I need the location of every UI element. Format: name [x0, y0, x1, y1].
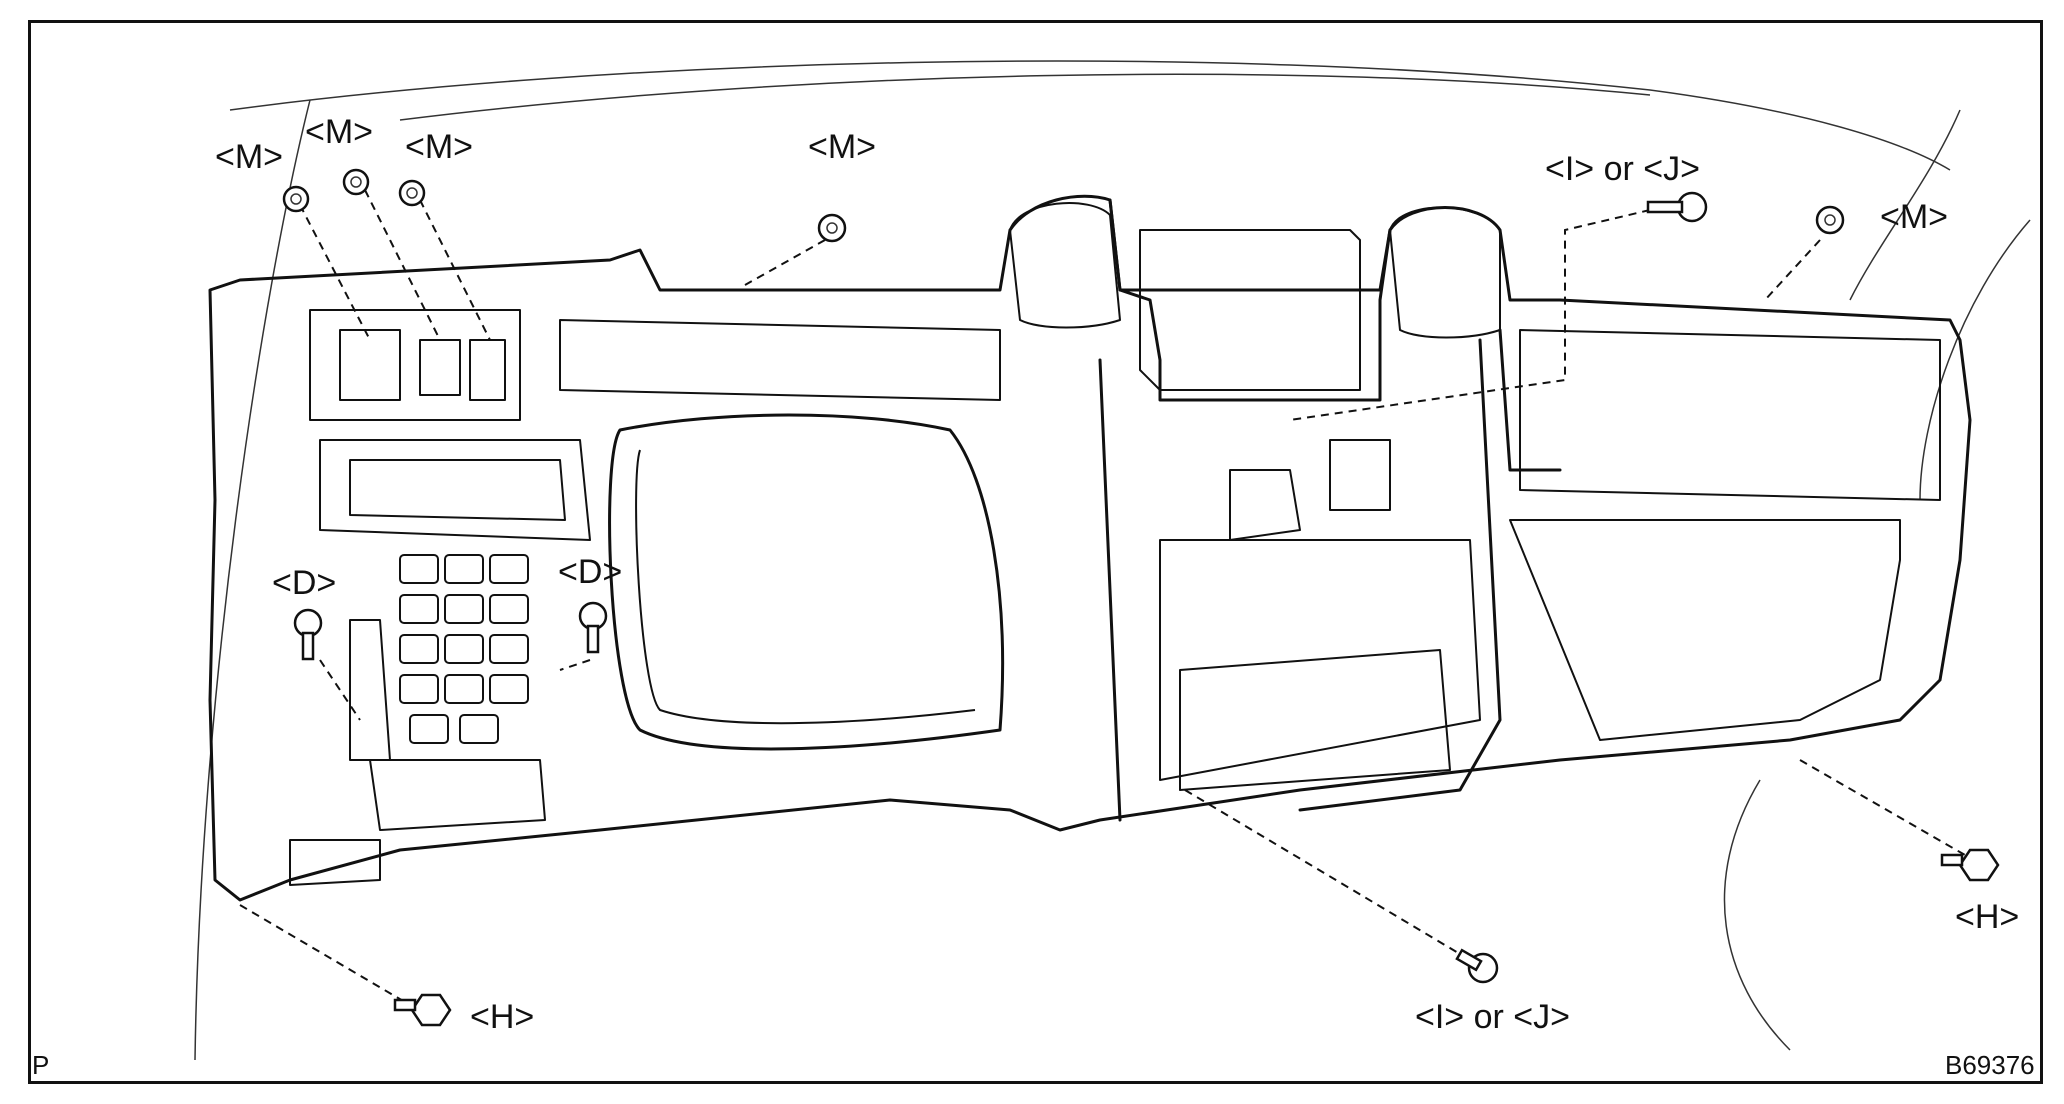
leader-d-right [559, 659, 591, 671]
floor-curve-right [1723, 779, 1791, 1051]
console-switch [1329, 439, 1391, 511]
bolt-ij-top [1646, 191, 1708, 223]
bolt-h-bottom [393, 993, 452, 1027]
leader-m5 [1764, 239, 1821, 301]
diagram-frame [28, 20, 2043, 1084]
hvac-unit-inner [349, 459, 566, 521]
glove-box-inner [1519, 329, 1941, 501]
label-d-right: <D> [558, 553, 623, 591]
center-display-opening [1139, 229, 1361, 391]
cluster-opening [608, 413, 1005, 751]
bolt-h-right [1940, 848, 2000, 882]
leader-h-bottom [239, 904, 411, 1006]
nut-m2 [342, 168, 370, 196]
figure-id: B69376 [1945, 1050, 2035, 1080]
corner-code-left: P [32, 1050, 50, 1080]
label-ij-bottom: <I> or <J> [1415, 998, 1570, 1036]
lower-left-bracket [369, 759, 546, 831]
label-h-bottom: <H> [470, 998, 535, 1036]
nut-m5 [1815, 205, 1845, 235]
right-pillar-edge [1498, 328, 1562, 472]
console-switch [1229, 469, 1301, 541]
windshield-line [229, 60, 1951, 171]
switch-panel [309, 309, 521, 421]
console-body [1098, 338, 1502, 822]
label-m5: <M> [1880, 198, 1949, 236]
knee-panel [289, 839, 381, 886]
label-h-right: <H> [1955, 898, 2020, 936]
console-inner [1159, 539, 1481, 781]
bolt-d-right [578, 601, 608, 654]
nut-m1 [282, 185, 310, 213]
door-line-right [1919, 219, 2031, 501]
center-shroud [1108, 198, 1392, 402]
console-pocket [1179, 649, 1451, 791]
windshield-line [399, 73, 1651, 121]
leader-m2 [364, 189, 441, 341]
bolt-d-left [293, 608, 323, 661]
leader-d-left [319, 659, 361, 721]
nut-m4 [817, 213, 847, 243]
glove-box [1509, 519, 1901, 741]
label-m3: <M> [405, 128, 474, 166]
leader-m3 [419, 199, 491, 341]
hvac-unit [319, 439, 591, 541]
vent-right [1389, 206, 1501, 339]
switch-box [469, 339, 506, 401]
left-side-bracket [349, 619, 391, 761]
a-pillar-right [1849, 109, 1961, 301]
cluster-inner [635, 449, 976, 725]
nut-m3 [398, 179, 426, 207]
leader-m1 [299, 204, 371, 341]
switch-box [419, 339, 461, 396]
label-m2: <M> [305, 113, 374, 151]
upper-panel-strip [559, 319, 1001, 401]
leader-ij-top [1289, 209, 1651, 421]
vent-left [1009, 202, 1121, 329]
label-m1: <M> [215, 138, 284, 176]
label-ij-top: <I> or <J> [1545, 150, 1700, 188]
relay-block [399, 554, 529, 744]
bolt-ij-bottom [1455, 948, 1499, 984]
panel-outline [208, 194, 1972, 902]
leader-h-right [1799, 759, 1966, 856]
switch-box [339, 329, 401, 401]
leader-ij-bottom [1184, 789, 1471, 961]
label-m4: <M> [808, 128, 877, 166]
leader-m4 [744, 239, 826, 286]
label-d-left: <D> [272, 564, 337, 602]
